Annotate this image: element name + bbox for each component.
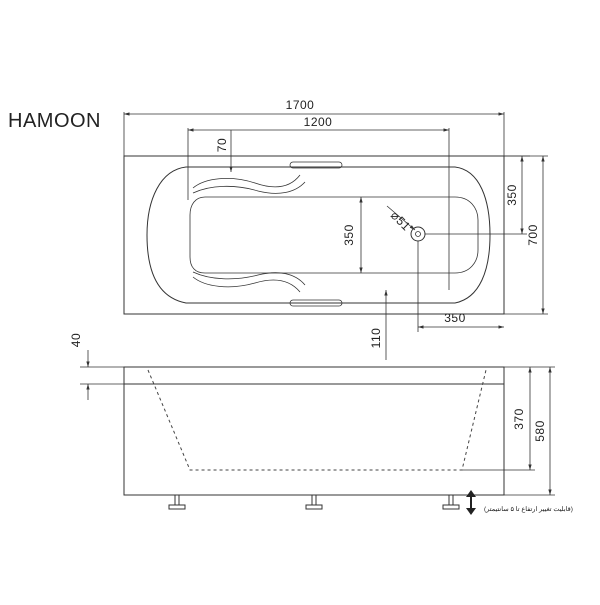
- grab-handle-top: [289, 161, 343, 169]
- dim-rim-offset: 70: [215, 138, 229, 152]
- foot-middle: [305, 495, 323, 510]
- side-view-dimensions: 40 370 580: [69, 333, 555, 496]
- dim-total-height: 580: [533, 420, 547, 442]
- dim-drain-offset: 350: [444, 311, 466, 325]
- dim-total-length: 1700: [286, 98, 315, 112]
- grab-handle-bottom: [289, 299, 343, 307]
- dim-drain-diameter: ⌀51: [388, 208, 414, 234]
- dim-front-offset: 110: [369, 328, 383, 349]
- headrest-curve-top-inner: [192, 181, 306, 194]
- side-view: (قابلیت تغییر ارتفاع تا ۵ سانتیمتر): [123, 366, 573, 515]
- dim-basin-depth: 370: [512, 408, 526, 430]
- basin-hidden-line: [147, 369, 487, 471]
- dim-total-width: 700: [526, 224, 540, 246]
- drain-leader: [386, 205, 416, 231]
- basin-outline: [146, 166, 491, 304]
- bathtub-side-body: [123, 366, 505, 496]
- headrest-curve-bottom-inner: [192, 271, 306, 286]
- bathtub-outer-rim: [123, 155, 505, 315]
- basin-floor: [189, 196, 479, 274]
- drain-hole: [410, 226, 426, 242]
- dim-drain-to-edge: 350: [505, 184, 519, 206]
- dim-rim-thickness: 40: [69, 333, 83, 347]
- top-view-dimensions: 1700 1200 70 350 ⌀51 350 700 350 110: [123, 98, 548, 360]
- drain-center: [415, 231, 421, 237]
- foot-left: [168, 495, 186, 510]
- dim-inner-width: 350: [342, 224, 356, 246]
- product-title: HAMOON: [8, 110, 101, 132]
- height-adjust-icon: [466, 490, 476, 515]
- top-view: [123, 155, 505, 315]
- dim-inner-length: 1200: [304, 115, 333, 129]
- headrest-curve-top: [192, 174, 301, 189]
- headrest-curve-bottom: [192, 276, 301, 293]
- height-adjust-note: (قابلیت تغییر ارتفاع تا ۵ سانتیمتر): [484, 505, 573, 513]
- foot-right: [442, 495, 460, 510]
